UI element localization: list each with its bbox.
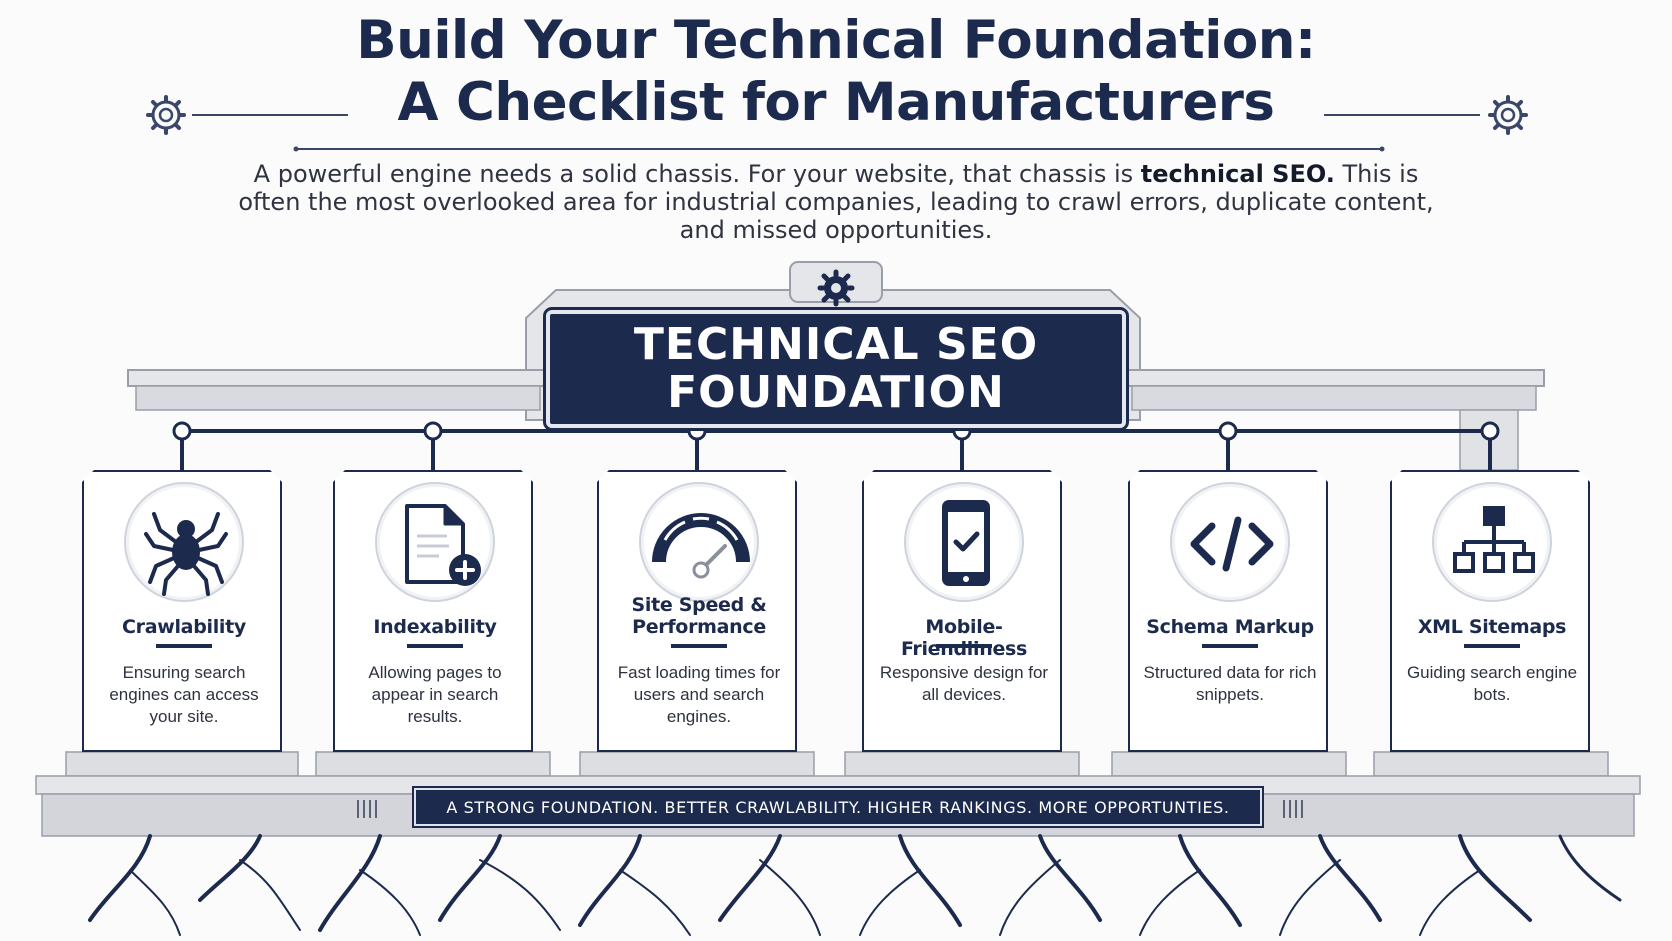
banner-line-1: TECHNICAL SEO bbox=[633, 319, 1039, 370]
pillar-card-indexability: Indexability Allowing pages to appear in… bbox=[333, 470, 533, 752]
roots-illustration bbox=[88, 834, 1622, 936]
pillar-description: Guiding search engine bots. bbox=[1406, 663, 1578, 704]
icon-badge bbox=[904, 482, 1024, 602]
banner-line-2: FOUNDATION bbox=[667, 367, 1005, 418]
sitemap-icon bbox=[1434, 484, 1554, 604]
icon-badge bbox=[375, 482, 495, 602]
page-title-line-2: A Checklist for Manufacturers bbox=[397, 72, 1275, 133]
intro-text-continued: This is often the most overlooked area f… bbox=[238, 160, 1434, 244]
pillar-title: Indexability bbox=[373, 616, 497, 638]
mobile-check-icon bbox=[906, 484, 1026, 604]
title-decoration bbox=[146, 95, 1528, 152]
intro-bold-text: technical SEO. bbox=[1140, 160, 1335, 188]
intro-paragraph: A powerful engine needs a solid chassis.… bbox=[220, 160, 1452, 244]
pillar-card-site-speed: Site Speed & Performance Fast loading ti… bbox=[597, 470, 797, 752]
pillar-card-crawlability: Crawlability Ensuring search engines can… bbox=[82, 470, 282, 752]
pillar-description: Ensuring search engines can access your … bbox=[109, 663, 259, 726]
title-divider bbox=[156, 644, 212, 648]
pillar-card-schema-markup: Schema Markup Structured data for rich s… bbox=[1128, 470, 1328, 752]
title-divider bbox=[407, 644, 463, 648]
icon-badge bbox=[1432, 482, 1552, 602]
gear-icon bbox=[817, 269, 855, 307]
pillar-title-line-2: Performance bbox=[632, 616, 766, 638]
title-divider bbox=[1464, 644, 1520, 648]
spider-icon bbox=[126, 484, 246, 604]
pillar-description: Fast loading times for users and search … bbox=[617, 663, 781, 726]
pillar-title: Mobile-Friendliness bbox=[900, 616, 1028, 660]
intro-text: A powerful engine needs a solid chassis.… bbox=[253, 160, 1141, 188]
speedometer-icon bbox=[641, 484, 761, 604]
pillar-title: Schema Markup bbox=[1146, 616, 1314, 638]
pillar-title: XML Sitemaps bbox=[1417, 616, 1567, 638]
code-icon bbox=[1172, 484, 1292, 604]
tagline-text: A STRONG FOUNDATION. BETTER CRAWLABILITY… bbox=[446, 797, 1230, 817]
title-divider bbox=[936, 644, 992, 648]
tagline-banner: A STRONG FOUNDATION. BETTER CRAWLABILITY… bbox=[412, 786, 1264, 828]
title-divider bbox=[1202, 644, 1258, 648]
pillar-card-mobile-friendliness: Mobile-Friendliness Responsive design fo… bbox=[862, 470, 1062, 752]
pillar-title: Crawlability bbox=[121, 616, 247, 638]
technical-seo-foundation-banner: TECHNICAL SEO FOUNDATION bbox=[543, 307, 1129, 431]
icon-badge bbox=[639, 482, 759, 602]
page-title-line-1: Build Your Technical Foundation: bbox=[356, 10, 1316, 71]
gear-icon bbox=[146, 95, 186, 135]
pillar-card-xml-sitemaps: XML Sitemaps Guiding search engine bots. bbox=[1390, 470, 1590, 752]
document-plus-icon bbox=[377, 484, 497, 604]
gear-icon bbox=[1488, 95, 1528, 135]
title-divider bbox=[671, 644, 727, 648]
icon-badge bbox=[124, 482, 244, 602]
pillar-description: Allowing pages to appear in search resul… bbox=[368, 663, 502, 726]
pillar-title: Site Speed & bbox=[631, 594, 767, 616]
pillar-description: Structured data for rich snippets. bbox=[1143, 663, 1317, 704]
icon-badge bbox=[1170, 482, 1290, 602]
pillar-description: Responsive design for all devices. bbox=[879, 663, 1049, 704]
